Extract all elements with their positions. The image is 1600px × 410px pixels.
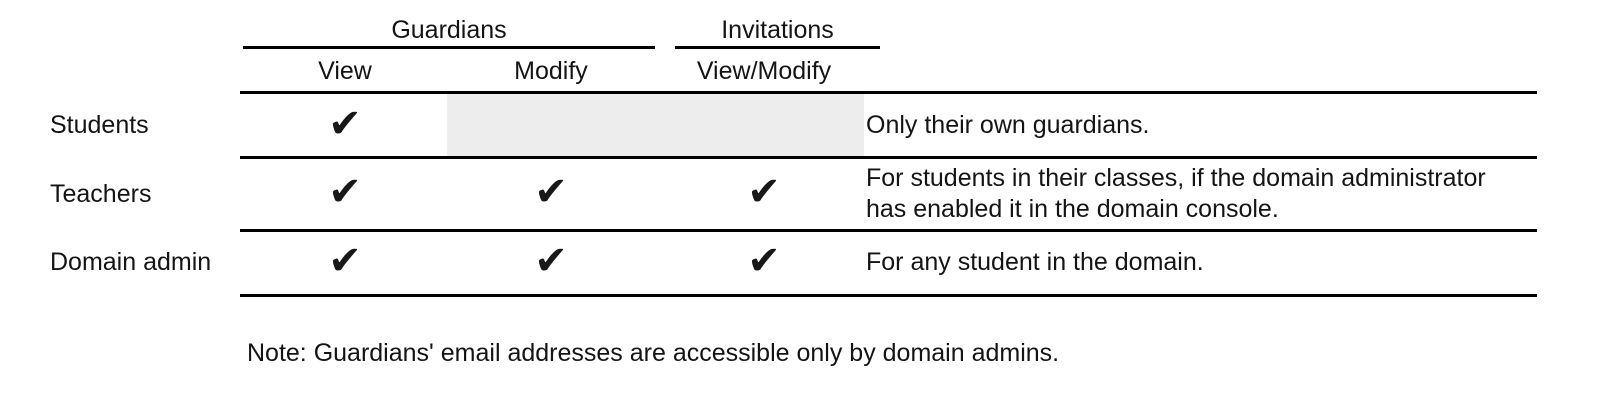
- column-header-view-modify: View/Modify: [696, 57, 832, 85]
- column-header-modify: Modify: [514, 57, 588, 85]
- column-header-view: View: [318, 57, 372, 85]
- check-icon-teachers-view: ✔: [328, 169, 362, 215]
- column-group-guardians: Guardians: [391, 16, 507, 44]
- check-icon-teachers-invitations: ✔: [747, 169, 781, 215]
- table-footnote: Note: Guardians' email addresses are acc…: [247, 339, 1060, 367]
- column-group-invitations-rule: [675, 46, 880, 49]
- column-group-guardians-rule: [243, 46, 655, 49]
- row-note-students: Only their own guardians.: [866, 111, 1150, 139]
- check-icon-teachers-modify: ✔: [534, 169, 568, 215]
- table-rule-bottom: [240, 294, 1537, 297]
- column-group-invitations: Invitations: [721, 16, 834, 44]
- check-icon-domain-admin-modify: ✔: [534, 238, 568, 284]
- table-rule-after-students: [240, 156, 1537, 159]
- row-label-teachers: Teachers: [50, 180, 152, 208]
- check-icon-domain-admin-invitations: ✔: [747, 238, 781, 284]
- row-label-domain-admin: Domain admin: [50, 248, 212, 276]
- row-label-students: Students: [50, 111, 149, 139]
- row-note-teachers: For students in their classes, if the do…: [866, 164, 1486, 223]
- table-rule-after-teachers: [240, 229, 1537, 232]
- check-icon-domain-admin-view: ✔: [328, 238, 362, 284]
- row-note-domain-admin: For any student in the domain.: [866, 248, 1204, 276]
- check-icon-students-view: ✔: [328, 101, 362, 147]
- table-rule-top: [240, 91, 1537, 94]
- students-row-disabled-shading: [447, 94, 864, 156]
